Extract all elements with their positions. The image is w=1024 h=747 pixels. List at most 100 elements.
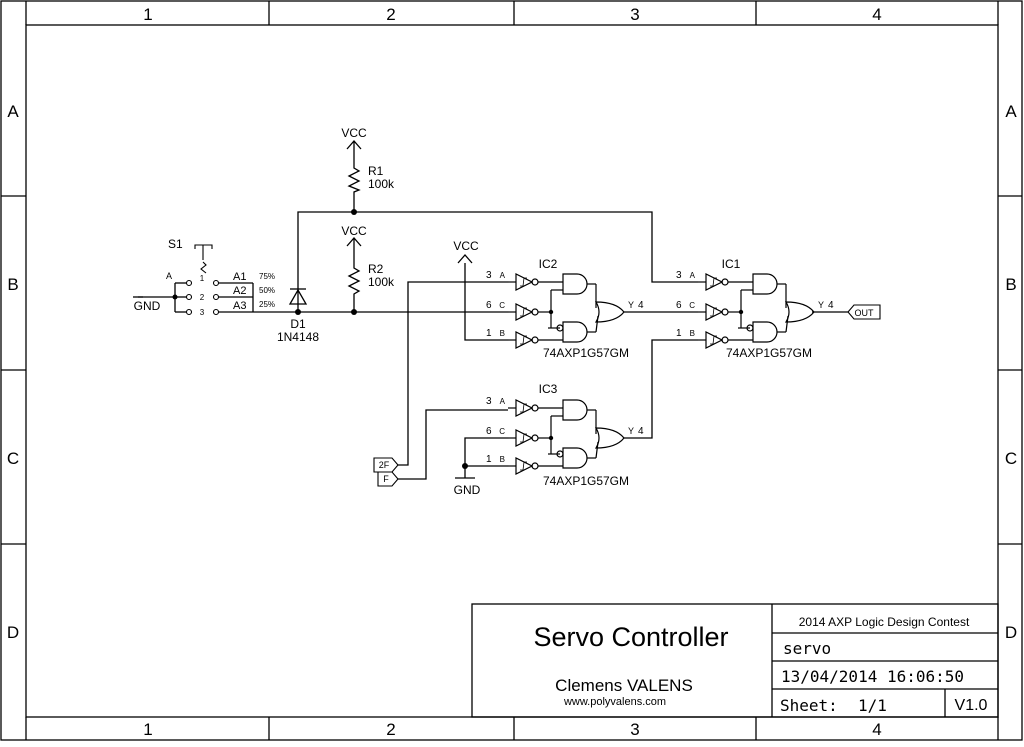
switch-percent: 25% (259, 300, 275, 309)
port-f-label: F (383, 474, 389, 484)
ic-pin-number: 3 (486, 270, 492, 281)
port-out (847, 304, 881, 320)
ic-pin-letter: A (500, 397, 506, 406)
author-name: Clemens VALENS (555, 676, 693, 695)
vcc-label: VCC (453, 239, 479, 253)
switch-common-label: A (166, 271, 172, 281)
vcc-label: VCC (341, 126, 367, 140)
vcc-symbol-r1 (346, 140, 362, 165)
ic-pin-letter: C (689, 301, 695, 310)
sheet-number: 1/1 (858, 696, 887, 715)
row-label: D (7, 623, 19, 642)
switch-pin: 1 (200, 274, 205, 283)
resistor-value: 100k (368, 177, 395, 191)
switch-net: A3 (233, 300, 246, 312)
switch-pin: 2 (200, 293, 205, 302)
resistor-ref: R1 (368, 164, 384, 178)
ic-ref: IC2 (539, 257, 558, 271)
ic-pin-letter: Y (628, 426, 634, 436)
ic-pin-number: 1 (486, 454, 492, 465)
ic-pin-letter: A (690, 271, 696, 280)
ic-pin-number: 1 (486, 328, 492, 339)
resistor-r1 (347, 165, 361, 195)
ic-pin-letter: B (690, 329, 695, 338)
ic-pin-number: 3 (486, 396, 492, 407)
diode-value: 1N4148 (277, 330, 319, 344)
row-label: B (1005, 275, 1016, 294)
row-label: A (1005, 102, 1017, 121)
row-label: C (7, 449, 19, 468)
ic-pin-letter: A (500, 271, 506, 280)
vcc-symbol-r2 (346, 237, 362, 264)
ic-pin-number: 6 (486, 300, 492, 311)
title-block (471, 603, 999, 718)
switch-net: A1 (233, 271, 246, 283)
ic-pin-number: 1 (676, 328, 682, 339)
row-label: C (1005, 449, 1017, 468)
ic-pin-number: 6 (676, 300, 682, 311)
wires (138, 195, 848, 480)
port-2f-label: 2F (379, 460, 390, 470)
ic-pin-letter: C (499, 301, 505, 310)
row-label: D (1005, 623, 1017, 642)
date-time: 13/04/2014 16:06:50 (781, 667, 964, 686)
ic-pin-letter: B (500, 455, 505, 464)
ic-pin-letter: B (500, 329, 505, 338)
switch-pin: 3 (200, 308, 205, 317)
ic-part-number: 74AXP1G57GM (543, 474, 629, 488)
port-out-label: OUT (855, 308, 875, 318)
ic-pin-letter: Y (818, 300, 824, 310)
author-website: www.polyvalens.com (563, 696, 666, 708)
file-name: servo (783, 639, 831, 658)
gnd-label: GND (454, 483, 481, 497)
ic-pin-number: 3 (676, 270, 682, 281)
diode-d1 (288, 288, 308, 305)
ic-pin-letter: C (499, 427, 505, 436)
ic-ref: IC1 (722, 257, 741, 271)
switch-net: A2 (233, 285, 246, 297)
row-label: B (7, 275, 18, 294)
column-label: 1 (143, 720, 152, 739)
column-label: 1 (143, 5, 152, 24)
vcc-symbol-ic2 (457, 254, 473, 264)
column-label: 4 (872, 5, 881, 24)
column-label: 3 (630, 5, 639, 24)
resistor-value: 100k (368, 275, 395, 289)
row-label: A (7, 102, 19, 121)
switch-percent: 75% (259, 272, 275, 281)
junctions (172, 209, 468, 469)
column-label: 2 (386, 720, 395, 739)
ic-part-number: 74AXP1G57GM (726, 346, 812, 360)
contest-name: 2014 AXP Logic Design Contest (799, 615, 970, 629)
frame-row-labels: A B C D A B C D (7, 102, 1017, 642)
column-label: 3 (630, 720, 639, 739)
vcc-label: VCC (341, 224, 367, 238)
column-label: 2 (386, 5, 395, 24)
gnd-label: GND (134, 299, 161, 313)
frame-column-labels: 1 2 3 4 1 2 3 4 (143, 5, 881, 739)
port-f (377, 471, 399, 487)
schematic-title: Servo Controller (533, 622, 728, 652)
version: V1.0 (955, 697, 988, 714)
ic-part-number: 74AXP1G57GM (543, 346, 629, 360)
resistor-ref: R2 (368, 262, 384, 276)
ic-pin-number: 4 (638, 300, 644, 311)
switch-ref: S1 (168, 237, 183, 251)
ic-ref: IC3 (539, 382, 558, 396)
column-label: 4 (872, 720, 881, 739)
sheet-label: Sheet: (780, 696, 838, 715)
switch-percent: 50% (259, 286, 275, 295)
port-2f (373, 457, 399, 473)
rotary-switch-s1 (185, 244, 220, 316)
ic-pin-number: 4 (828, 300, 834, 311)
resistor-r2 (347, 264, 361, 297)
ic-pin-letter: Y (628, 300, 634, 310)
ic-pin-number: 6 (486, 426, 492, 437)
